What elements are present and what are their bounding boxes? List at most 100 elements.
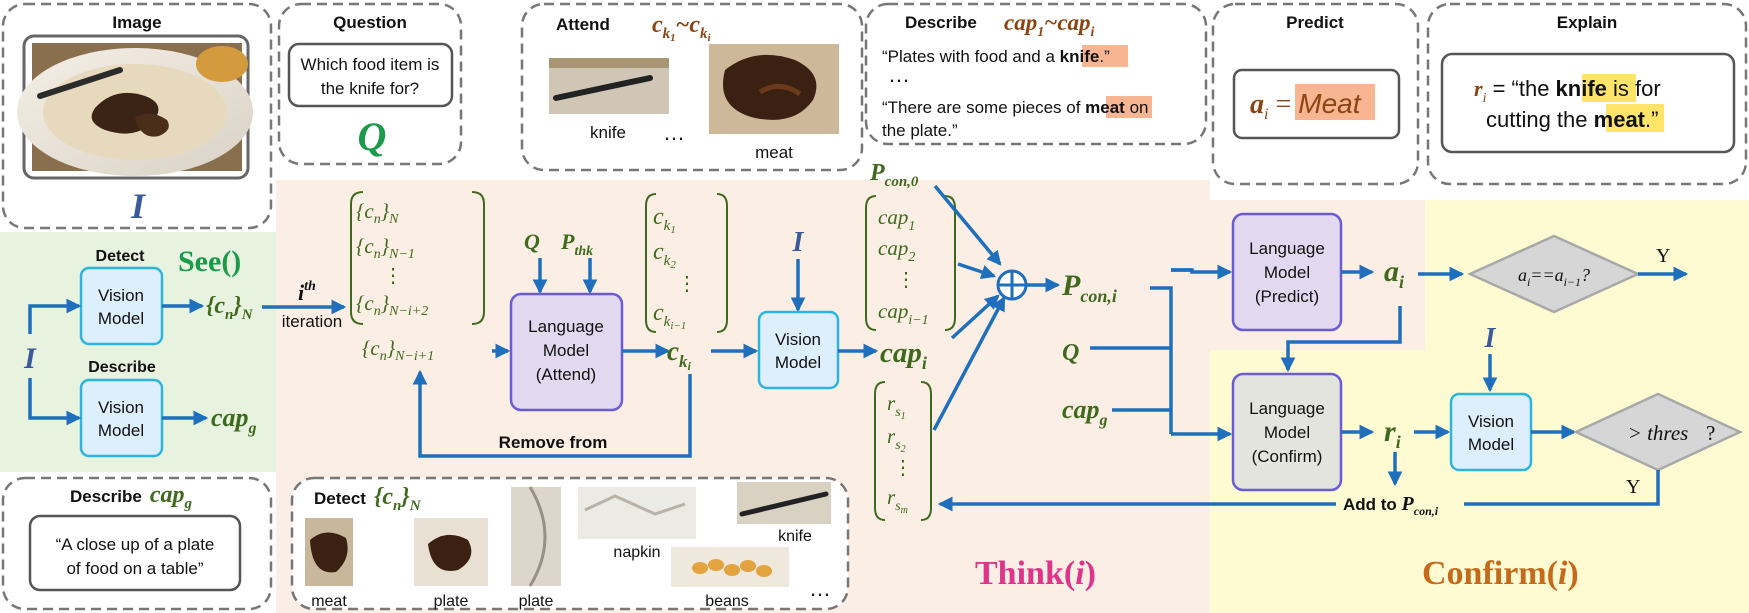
arrow-pcon0-to-plus xyxy=(933,184,1002,266)
attend-crop1-label: knife xyxy=(590,123,626,142)
threshold-text: > thres xyxy=(1628,421,1689,445)
detect-crop-label-plate1: plate xyxy=(434,593,469,610)
see-detect-vision-model xyxy=(79,266,164,346)
question-text-line1: Which food item is xyxy=(301,55,440,74)
see-describe-vm-line2: Model xyxy=(98,421,144,440)
rationale-row-vdots: ⋮ xyxy=(893,457,913,479)
see-arrow-to-detect xyxy=(28,298,82,334)
detect-objects-panel: Detect{cn}N meat plate plate napkin knif… xyxy=(290,476,850,611)
detect-objects-title: Detect{cn}N xyxy=(314,484,422,514)
describe-global-line1: “A close up of a plate xyxy=(56,535,215,554)
candidate-matrix-right-bracket xyxy=(471,191,485,325)
candidate-matrix-left-bracket xyxy=(350,191,364,325)
question-panel: Question Which food item is the knife fo… xyxy=(277,2,463,166)
candidate-row-3: {cn}N−i+2 xyxy=(356,291,428,319)
confirm-stage-title: Confirm(i) xyxy=(1422,555,1579,592)
see-describe-vm-line1: Vision xyxy=(98,398,144,417)
lm-confirm-line1: Language xyxy=(1249,399,1325,418)
lm-predict-line2: Model xyxy=(1264,263,1310,282)
meat-crop-image xyxy=(709,44,839,134)
caption-ellipsis: … xyxy=(888,62,910,87)
question-panel-title: Question xyxy=(333,13,407,32)
decision1-yes-label: Y xyxy=(1656,245,1670,267)
caption2-text-line2: the plate.” xyxy=(882,121,958,140)
arrow-answer-to-confirm xyxy=(1280,306,1402,373)
lm-confirm-line2: Model xyxy=(1264,423,1310,442)
predict-panel-title: Predict xyxy=(1286,13,1344,32)
explain-line1: ri = “the knife is for xyxy=(1474,76,1661,106)
attend-symbol: ck1~cki xyxy=(652,12,712,44)
candidate-row-2: {cn}N−1 xyxy=(356,234,415,262)
caption-matrix-left-bracket xyxy=(865,195,877,331)
detect-crop-label-knife: knife xyxy=(778,528,812,545)
detect-crop-label-beans: beans xyxy=(705,593,749,610)
attend-panel-title: Attend xyxy=(556,15,610,34)
threshold-question-mark: ? xyxy=(1706,421,1715,445)
see-stage-title: See() xyxy=(178,245,241,278)
detect-crop-beans xyxy=(671,547,789,587)
rationale-matrix-right-bracket xyxy=(920,381,932,521)
confirm-vm-line2: Model xyxy=(1468,435,1514,454)
current-caption: capi xyxy=(880,337,927,373)
knife-crop-image xyxy=(549,58,669,114)
attended-row-vdots: ⋮ xyxy=(677,273,697,295)
confirm-vm-line1: Vision xyxy=(1468,412,1514,431)
see-arrow-to-describe xyxy=(28,378,82,426)
question-text-line2: the knife for? xyxy=(321,79,419,98)
describe-panel-title: Describe xyxy=(905,13,977,32)
lm-attend-line2: Model xyxy=(543,341,589,360)
add-to-prompt-label: Add to Pcon,i xyxy=(1343,493,1439,518)
caption-row-vdots: ⋮ xyxy=(896,269,916,291)
detect-crop-label-plate2: plate xyxy=(519,593,554,610)
image-symbol: I xyxy=(130,186,147,226)
see-describe-vision-model xyxy=(79,378,164,458)
rationale-matrix-left-bracket xyxy=(874,381,886,521)
explain-line2: cutting the meat.” xyxy=(1486,107,1658,132)
lm-attend-line1: Language xyxy=(528,317,604,336)
lm-attend-line3: (Attend) xyxy=(536,365,596,384)
question-symbol: Q xyxy=(358,114,387,159)
confirm-global-caption-input: capg xyxy=(1062,395,1108,429)
confirm-image-input: I xyxy=(1484,323,1497,354)
explain-panel: Explain ri = “the knife is for cutting t… xyxy=(1426,2,1748,186)
arrow-rationales-to-plus xyxy=(932,296,1006,431)
think-stage-title: Think(i) xyxy=(975,555,1096,592)
lm-confirm-line3: (Confirm) xyxy=(1252,447,1323,466)
remove-from-label: Remove from xyxy=(499,433,608,452)
detect-crop-label-meat: meat xyxy=(311,593,347,610)
attended-matrix-right-bracket xyxy=(716,193,728,333)
caption2-text: “There are some pieces of meat on xyxy=(882,98,1148,117)
food-photo xyxy=(17,43,253,176)
lm-predict-line1: Language xyxy=(1249,239,1325,258)
think-question-input: Q xyxy=(524,229,540,254)
think-vision-model xyxy=(757,310,840,390)
iteration-label: iteration xyxy=(282,312,342,331)
detect-crop-meat xyxy=(305,518,353,586)
predict-equation: ai = Meat xyxy=(1250,88,1362,123)
attended-matrix-left-bracket xyxy=(645,193,657,333)
confirm-stage: Language Model (Predict) ai ai==ai−1? Y … xyxy=(937,212,1743,592)
attend-panel: Attend ck1~cki knife … meat xyxy=(520,2,864,172)
see-stage: See() Detect Describe I Vision Model Vis… xyxy=(23,245,257,458)
attend-ellipsis: … xyxy=(663,120,685,145)
describe-caption-symbol: cap1~capi xyxy=(1004,10,1095,40)
candidate-row-vdots: ⋮ xyxy=(383,265,403,287)
think-vm-line2: Model xyxy=(775,353,821,372)
explain-panel-title: Explain xyxy=(1557,13,1617,32)
detect-crop-knife xyxy=(737,482,831,524)
confirm-question-input: Q xyxy=(1062,340,1079,366)
caption1-text: “Plates with food and a knife.” xyxy=(882,47,1110,66)
attend-crop2-label: meat xyxy=(755,143,793,162)
detect-crop-plate2 xyxy=(511,486,561,587)
see-detect-vm-line1: Vision xyxy=(98,286,144,305)
see-input-symbol: I xyxy=(23,342,37,375)
answer-consistency-decision xyxy=(1466,234,1642,314)
image-panel-title: Image xyxy=(112,13,161,32)
remove-loop-arrow xyxy=(412,369,692,458)
arrow-threshold-yes xyxy=(1464,470,1660,506)
caption-matrix-right-bracket xyxy=(944,195,956,331)
describe-global-line2: of food on a table” xyxy=(66,559,203,578)
think-vm-line1: Vision xyxy=(775,330,821,349)
